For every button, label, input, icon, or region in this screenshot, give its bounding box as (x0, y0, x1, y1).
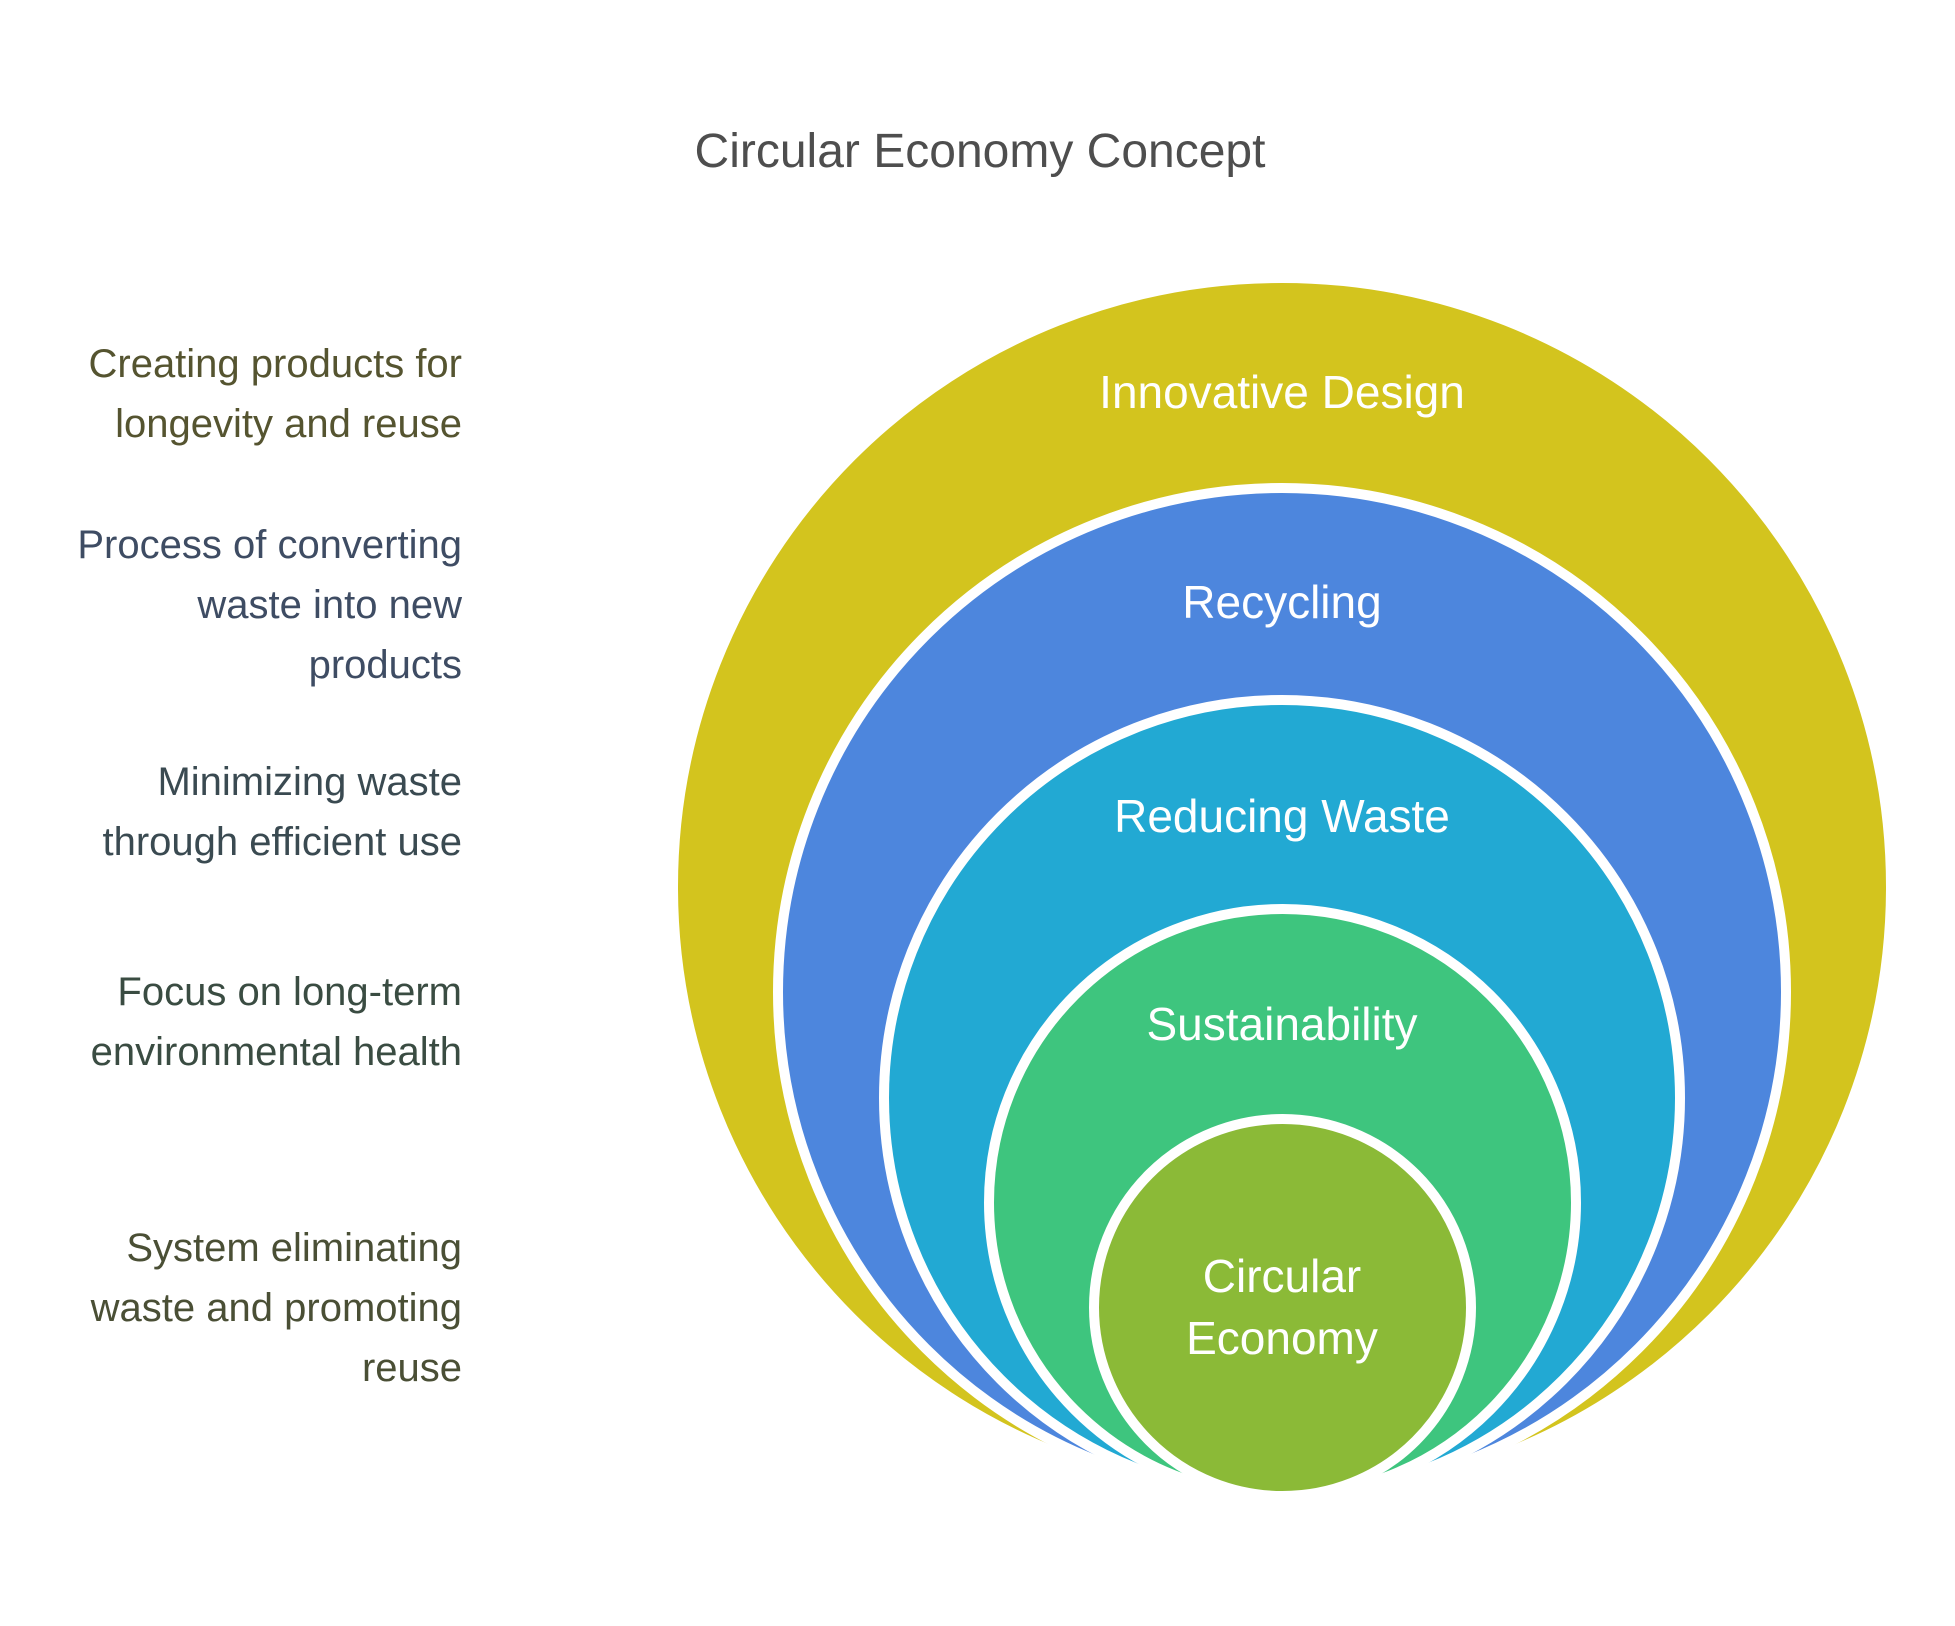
ring-description-innovative-design: Creating products for longevity and reus… (88, 342, 462, 446)
ring-description-sustainability: Focus on long-term environmental health (90, 970, 462, 1074)
ring-description-recycling: Process of converting waste into new pro… (77, 523, 462, 687)
ring-label-recycling: Recycling (1182, 576, 1382, 628)
ring-label-innovative-design: Innovative Design (1099, 366, 1465, 418)
ring-circle-circular-economy (1089, 1114, 1476, 1501)
page-title: Circular Economy Concept (694, 125, 1266, 178)
ring-label-circular-economy: Circular Economy (1186, 1249, 1378, 1364)
ring-description-reducing-waste: Minimizing waste through efficient use (102, 760, 462, 864)
ring-label-sustainability: Sustainability (1146, 998, 1418, 1050)
ring-description-circular-economy: System eliminating waste and promoting r… (90, 1226, 462, 1390)
ring-label-reducing-waste: Reducing Waste (1114, 790, 1450, 842)
